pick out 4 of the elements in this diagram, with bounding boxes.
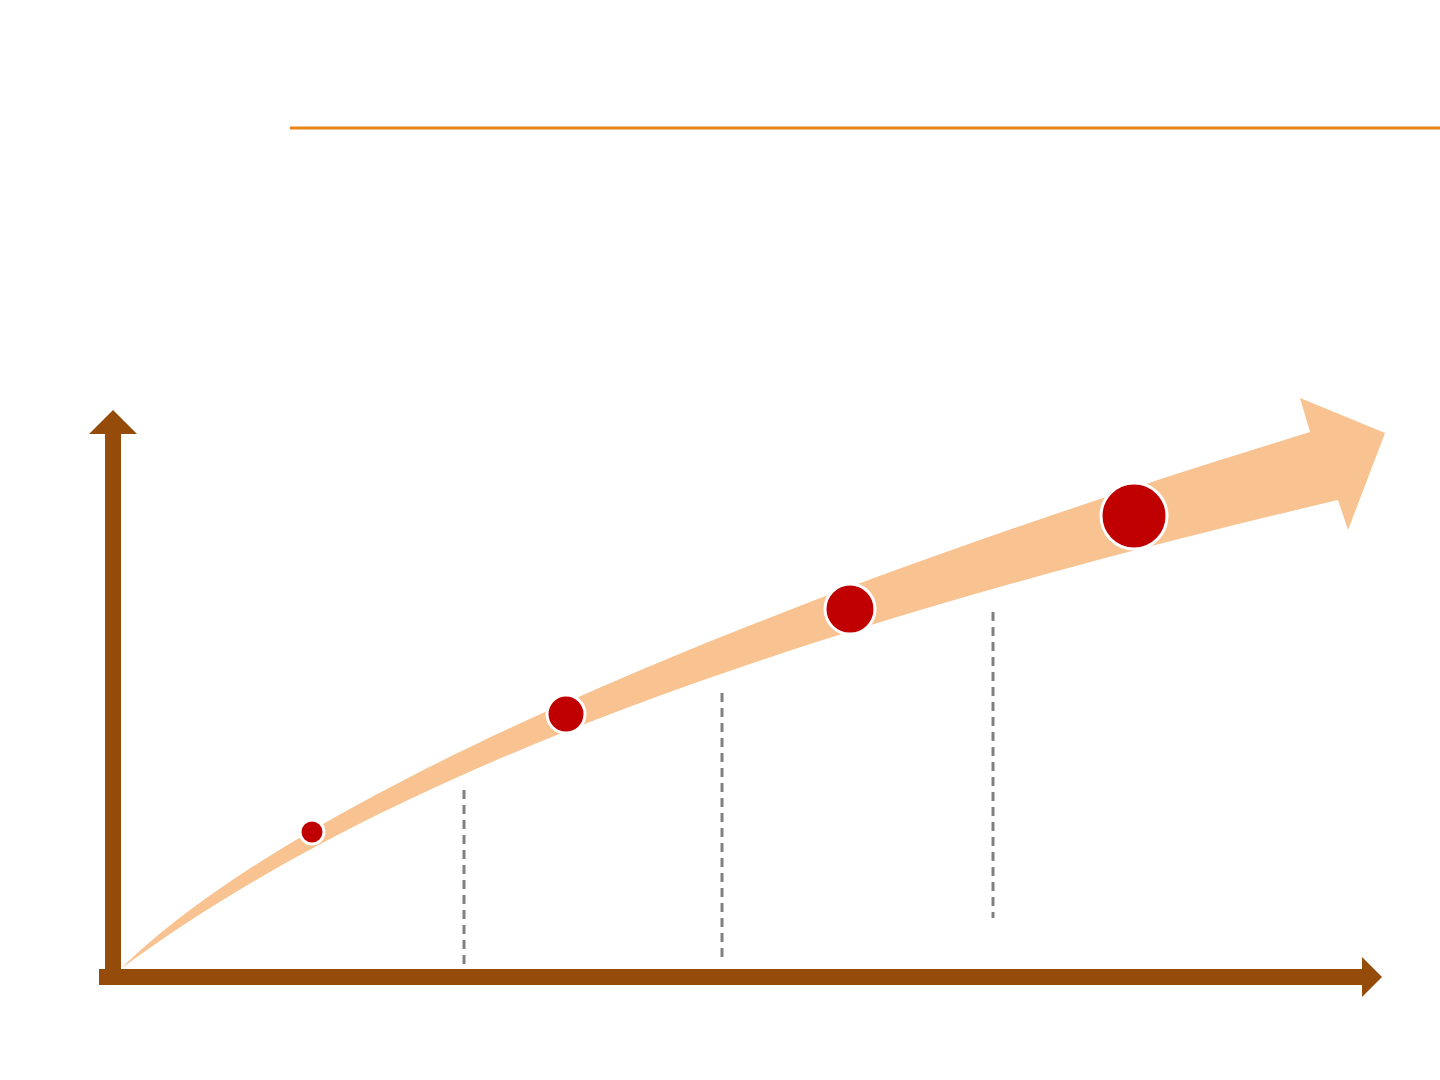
dot <box>298 818 326 846</box>
dot <box>823 582 877 636</box>
dot <box>1099 481 1169 551</box>
dot <box>545 693 587 735</box>
